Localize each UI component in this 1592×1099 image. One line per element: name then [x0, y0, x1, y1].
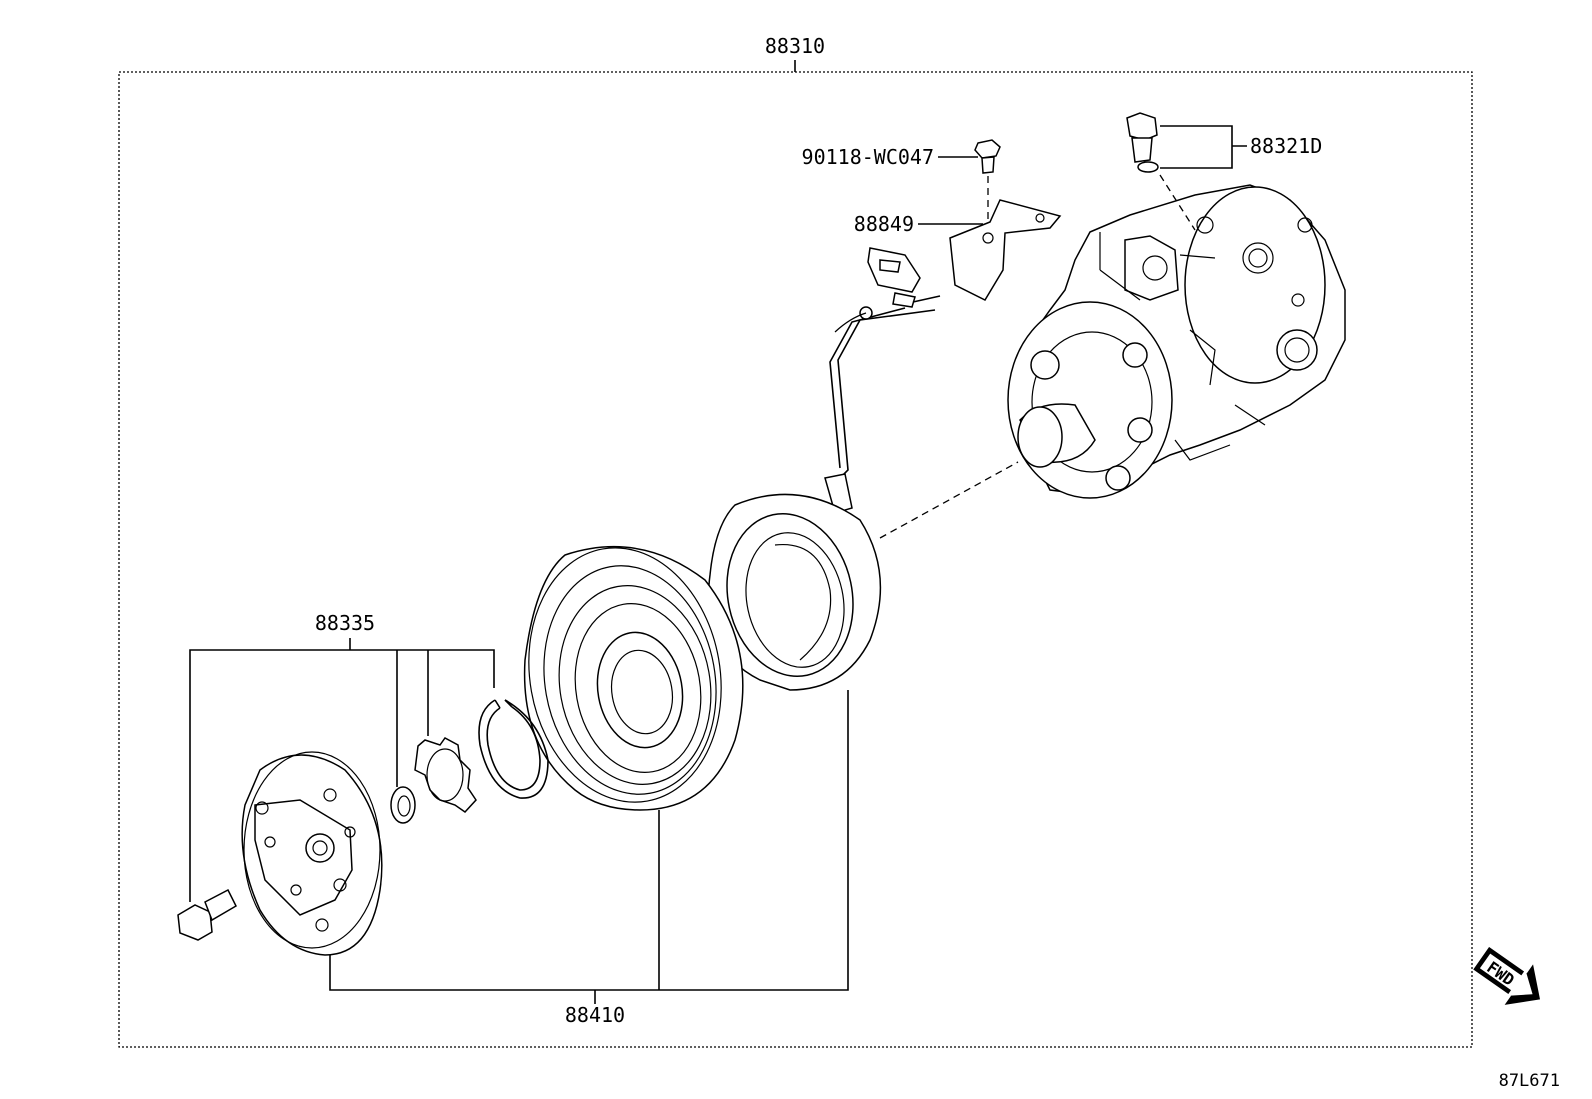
- valve-leader: [1160, 125, 1247, 169]
- fwd-arrow-icon: FWD: [1473, 946, 1541, 1005]
- clutch-set-leaders: [329, 690, 849, 1004]
- pulley: [523, 545, 744, 811]
- hub-bolt: [177, 888, 237, 941]
- assembly-axis: [879, 461, 1019, 539]
- compressor-body: [1007, 184, 1346, 499]
- label-88321D: 88321D: [1250, 134, 1322, 158]
- label-88410: 88410: [565, 1003, 625, 1027]
- lock-washer: [414, 737, 477, 813]
- service-valve: [1126, 112, 1196, 231]
- reference-code: 87L671: [1499, 1071, 1560, 1091]
- spacer-shim: [390, 786, 416, 824]
- field-coil: [707, 493, 882, 691]
- label-90118-WC047: 90118-WC047: [802, 145, 934, 169]
- clutch-wire-harness: [824, 247, 941, 514]
- label-88849: 88849: [854, 212, 914, 236]
- pressure-plate: [241, 751, 383, 956]
- wire-bracket: [949, 199, 1062, 301]
- label-88335: 88335: [315, 611, 375, 635]
- plate-set-leaders: [189, 638, 495, 902]
- snap-ring: [478, 699, 549, 799]
- label-88310: 88310: [765, 34, 825, 58]
